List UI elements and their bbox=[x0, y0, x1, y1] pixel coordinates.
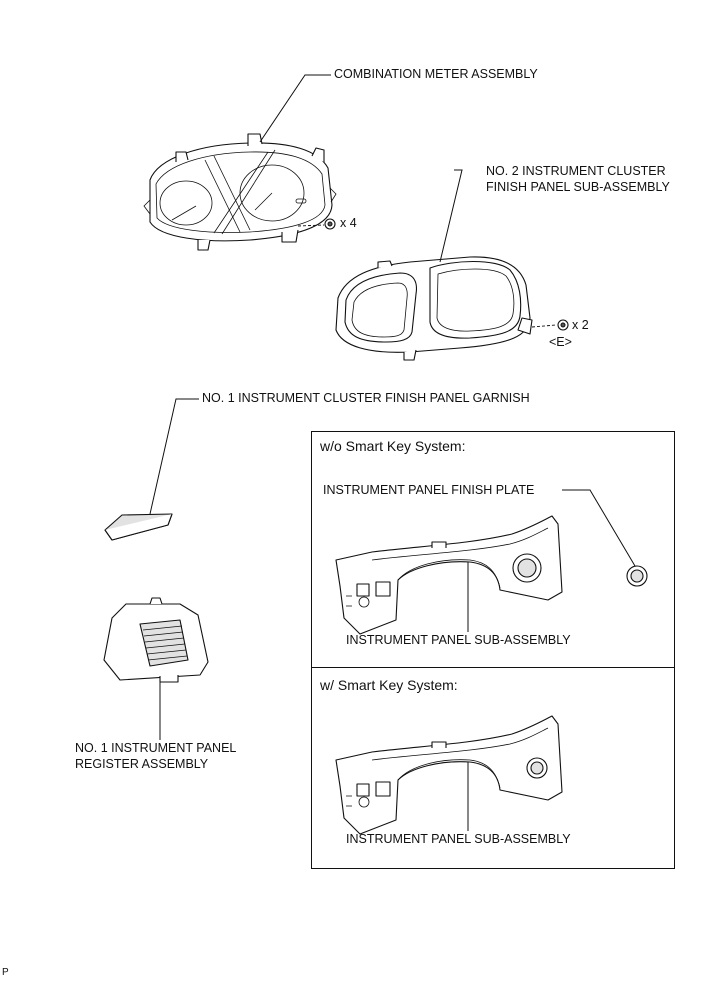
label-screw-type: <E> bbox=[549, 335, 572, 349]
instrument-panel-sub-assembly-upper-drawing bbox=[335, 515, 648, 635]
label-meter-screw-count: x 4 bbox=[340, 216, 357, 230]
label-register-line2: REGISTER ASSEMBLY bbox=[75, 757, 209, 771]
combination-meter-assembly-drawing bbox=[143, 133, 337, 251]
cluster-finish-panel-drawing bbox=[335, 256, 569, 361]
label-register-line1: NO. 1 INSTRUMENT PANEL bbox=[75, 741, 237, 755]
variant-title-with-smart-key: w/ Smart Key System: bbox=[320, 677, 458, 693]
label-panel-screw-count: x 2 bbox=[572, 318, 589, 332]
variant-box-with-smart-key bbox=[311, 667, 675, 869]
variant-title-without-smart-key: w/o Smart Key System: bbox=[320, 438, 466, 454]
label-instrument-panel-sub-assembly-lower: INSTRUMENT PANEL SUB-ASSEMBLY bbox=[346, 832, 571, 846]
label-cluster-finish-panel-line1: NO. 2 INSTRUMENT CLUSTER bbox=[486, 164, 666, 178]
label-cluster-finish-panel-garnish: NO. 1 INSTRUMENT CLUSTER FINISH PANEL GA… bbox=[202, 391, 530, 405]
leader-lines bbox=[149, 74, 636, 831]
label-combination-meter-assembly: COMBINATION METER ASSEMBLY bbox=[334, 67, 538, 81]
instrument-panel-sub-assembly-lower-drawing bbox=[335, 715, 563, 835]
cluster-finish-panel-garnish-drawing bbox=[104, 513, 173, 541]
page-marker: P bbox=[2, 967, 9, 978]
instrument-panel-register-drawing bbox=[103, 597, 209, 683]
label-instrument-panel-finish-plate: INSTRUMENT PANEL FINISH PLATE bbox=[323, 483, 535, 497]
label-cluster-finish-panel-line2: FINISH PANEL SUB-ASSEMBLY bbox=[486, 180, 670, 194]
label-instrument-panel-sub-assembly-upper: INSTRUMENT PANEL SUB-ASSEMBLY bbox=[346, 633, 571, 647]
